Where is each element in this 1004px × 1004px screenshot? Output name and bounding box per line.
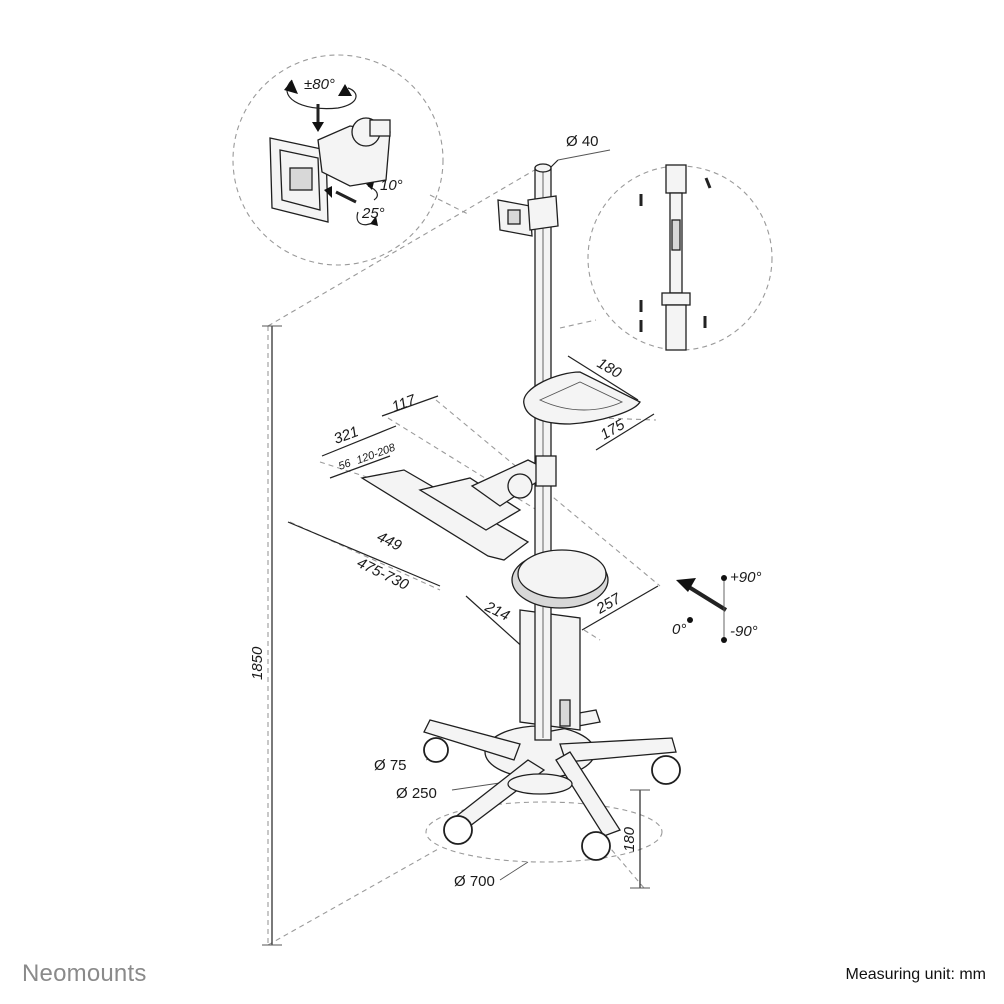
brand-logo: Neomounts — [22, 960, 147, 987]
measuring-unit: Measuring unit: mm — [845, 966, 987, 983]
base-label: Ø 700 — [454, 873, 495, 890]
kb-117-label: 117 — [390, 391, 419, 415]
height-label: 1850 — [249, 646, 266, 680]
base-assembly — [423, 709, 677, 837]
keyboard-tray — [360, 455, 557, 561]
pole-joint-detail-drawing — [639, 164, 712, 351]
kb-321-label: 321 — [332, 423, 361, 448]
vesa-detail-drawing — [269, 79, 391, 226]
tray-depth-label: 175 — [598, 416, 629, 444]
pole-diameter-label: Ø 40 — [566, 133, 599, 150]
kb-475-730-label: 475-730 — [354, 554, 412, 594]
pole — [534, 163, 552, 741]
vesa-detail-callout — [232, 54, 539, 327]
zero-label: 0° — [672, 621, 686, 638]
dimension-lines — [262, 149, 659, 946]
kb-449-label: 449 — [374, 528, 405, 555]
mouse-tray — [511, 549, 609, 609]
storage-tray — [523, 371, 641, 425]
rotation-indicator — [676, 575, 728, 643]
tilt-up-label: 10° — [380, 177, 403, 194]
kb-120-208-label: 120-208 — [355, 441, 398, 466]
minus-90-label: -90° — [730, 623, 758, 640]
swivel-label: ±80° — [304, 76, 335, 93]
caster-wheel — [423, 737, 681, 861]
monitor-mount — [497, 195, 559, 237]
tray-width-label: 180 — [594, 355, 625, 383]
kb-56-label: 56 — [337, 457, 353, 473]
tilt-down-label: 25° — [361, 205, 385, 222]
base-height-label: 180 — [621, 826, 638, 852]
mouse-214-label: 214 — [481, 598, 512, 625]
plus-90-label: +90° — [730, 569, 761, 586]
base-hub-label: Ø 250 — [396, 785, 437, 802]
caster-label: Ø 75 — [374, 757, 407, 774]
